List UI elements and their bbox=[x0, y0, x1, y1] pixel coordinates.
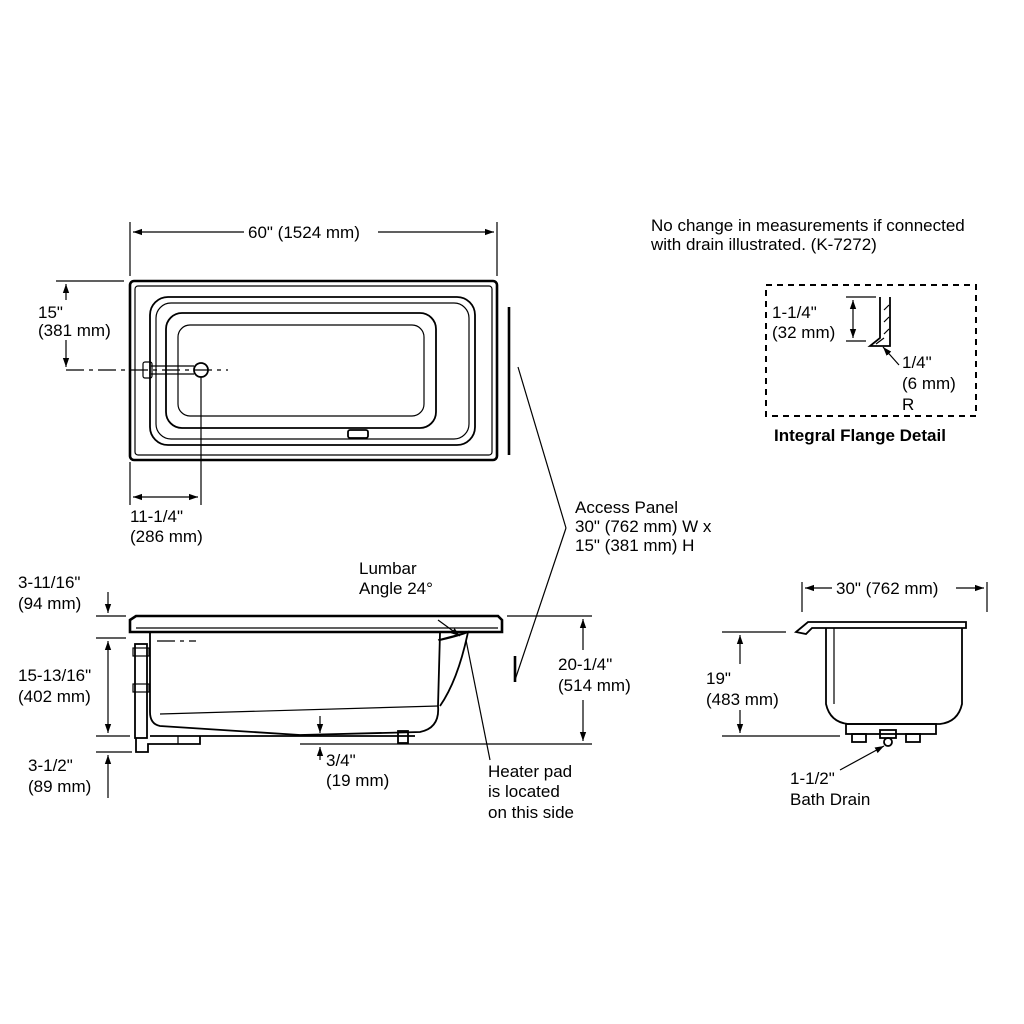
drain-height-in: 3-1/2" bbox=[28, 756, 73, 775]
flange-detail: No change in measurements if connected w… bbox=[650, 216, 977, 445]
flange-height-in-label: 1-1/4" bbox=[772, 303, 817, 322]
tub-basin-inner bbox=[177, 324, 425, 417]
overall-width-label: 60" (1524 mm) bbox=[248, 223, 360, 242]
basin-depth-mm: (402 mm) bbox=[18, 687, 91, 706]
end-basin bbox=[825, 628, 963, 725]
drain-from-end-in-label: 11-1/4" bbox=[130, 507, 183, 526]
flange-note-line1: No change in measurements if connected bbox=[651, 216, 965, 235]
overall-height-in: 20-1/4" bbox=[558, 655, 612, 674]
end-flange bbox=[793, 621, 967, 635]
side-view: Lumbar Angle 24° 3-11/16" (94 mm) 15-13/… bbox=[18, 559, 631, 822]
access-panel-line1: Access Panel bbox=[575, 498, 678, 517]
air-switch bbox=[347, 429, 369, 439]
lumbar-label-line2: Angle 24° bbox=[359, 579, 433, 598]
heater-label-line1: Heater pad bbox=[488, 762, 572, 781]
tub-rim bbox=[149, 296, 476, 446]
end-width-label: 30" (762 mm) bbox=[836, 579, 938, 598]
drain-pipe bbox=[135, 736, 201, 753]
drain-offset-in-label: 15" bbox=[38, 303, 63, 322]
access-panel-line2: 30" (762 mm) W x bbox=[575, 517, 712, 536]
heater-label-line2: is located bbox=[488, 782, 560, 801]
foot-height-in: 3/4" bbox=[326, 751, 356, 770]
basin-depth-in: 15-13/16" bbox=[18, 666, 91, 685]
end-height-in: 19" bbox=[706, 669, 731, 688]
flange-detail-frame bbox=[765, 284, 977, 417]
top-view: 60" (1524 mm) 15" (381 mm) 11-1/4" (286 … bbox=[38, 222, 511, 546]
lumbar-backrest bbox=[439, 630, 470, 707]
drain-height-mm: (89 mm) bbox=[28, 777, 91, 796]
drain-from-end-mm-label: (286 mm) bbox=[130, 527, 203, 546]
overall-height-mm: (514 mm) bbox=[558, 676, 631, 695]
tub-foot bbox=[397, 730, 409, 744]
end-height-mm: (483 mm) bbox=[706, 690, 779, 709]
drain-offset-mm-label: (381 mm) bbox=[38, 321, 111, 340]
bath-drain-label: Bath Drain bbox=[790, 790, 870, 809]
flange-profile bbox=[867, 297, 891, 347]
flange-radius-mm-label: (6 mm) bbox=[902, 374, 956, 393]
lumbar-label-line1: Lumbar bbox=[359, 559, 417, 578]
access-panel-callout: Access Panel 30" (762 mm) W x 15" (381 m… bbox=[514, 366, 712, 681]
flange-height-side-in: 3-11/16" bbox=[18, 573, 80, 592]
tub-basin-side bbox=[149, 632, 441, 736]
drain-size-label: 1-1/2" bbox=[790, 769, 835, 788]
overflow-pipe bbox=[134, 643, 148, 739]
tub-rim-inner bbox=[155, 302, 470, 440]
heater-label-line3: on this side bbox=[488, 803, 574, 822]
foot-height-mm: (19 mm) bbox=[326, 771, 389, 790]
access-panel-line3: 15" (381 mm) H bbox=[575, 536, 694, 555]
flange-radius-mark: R bbox=[902, 395, 914, 414]
end-view: 30" (762 mm) 19" (483 mm) 1-1/2" Bath Dr… bbox=[706, 579, 988, 809]
flange-height-side-mm: (94 mm) bbox=[18, 594, 81, 613]
flange-detail-title: Integral Flange Detail bbox=[774, 426, 946, 445]
flange-note-line2: with drain illustrated. (K-7272) bbox=[650, 235, 877, 254]
flange-radius-in-label: 1/4" bbox=[902, 353, 932, 372]
tub-deck-side bbox=[128, 614, 504, 634]
end-base bbox=[845, 723, 937, 735]
flange-height-mm-label: (32 mm) bbox=[772, 323, 835, 342]
